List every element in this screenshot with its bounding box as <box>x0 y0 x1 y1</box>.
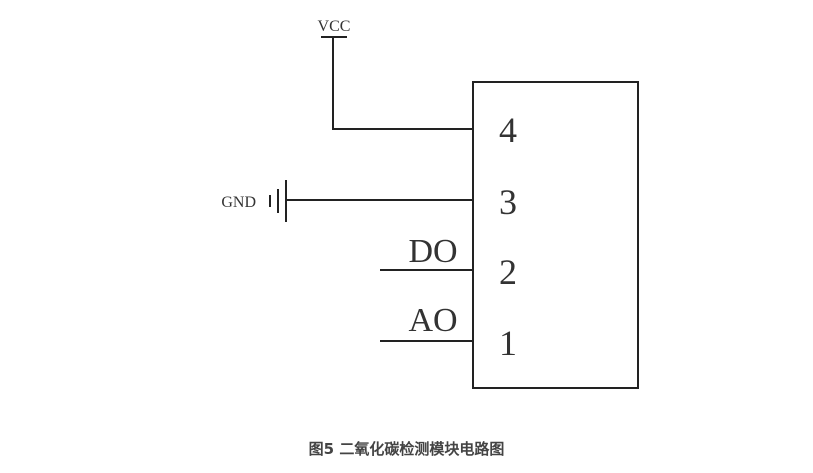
ground-icon <box>269 180 287 222</box>
pin-number-4: 4 <box>499 110 517 150</box>
do-signal-label: DO <box>408 233 457 270</box>
gnd-label: GND <box>221 194 256 211</box>
ao-signal-label: AO <box>408 302 457 339</box>
vcc-label: VCC <box>318 18 351 35</box>
pin-number-3: 3 <box>499 182 517 222</box>
pin-number-1: 1 <box>499 323 517 363</box>
vcc-wire <box>332 37 473 130</box>
module-box <box>472 81 639 389</box>
pin-number-2: 2 <box>499 252 517 292</box>
figure-caption: 图5 二氧化碳检测模块电路图 <box>308 440 505 458</box>
